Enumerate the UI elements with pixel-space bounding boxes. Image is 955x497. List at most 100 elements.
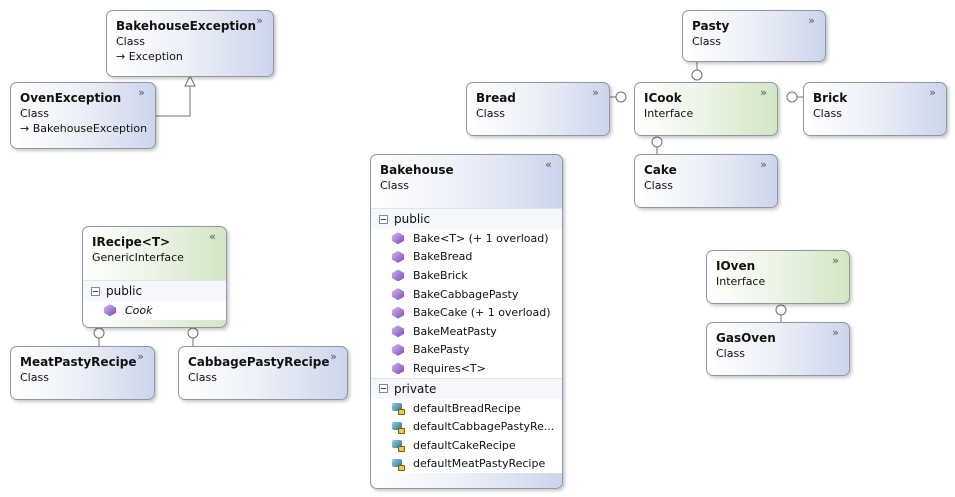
expand-chevron-icon[interactable]: » (760, 158, 767, 171)
lollipop-meat-recipe-head (93, 327, 105, 339)
base-class: → Exception (116, 50, 183, 63)
inheritance-line (156, 86, 191, 117)
shape-name: BakehouseException (116, 19, 257, 33)
method-icon (392, 250, 404, 263)
expand-chevron-icon[interactable]: » (592, 86, 599, 99)
interface-icook[interactable]: ICook Interface » (634, 82, 778, 136)
method-icon (104, 304, 116, 317)
shape-name: IRecipe<T> (92, 235, 171, 249)
member-method[interactable]: BakePasty (371, 341, 562, 360)
member-field[interactable]: defaultBreadRecipe (371, 399, 562, 418)
shape-name: GasOven (716, 331, 776, 345)
member-method[interactable]: Cook (83, 301, 226, 320)
shape-kind: Class (813, 107, 842, 120)
member-label: BakeCake (+ 1 overload) (413, 306, 551, 320)
method-icon (392, 306, 404, 319)
interface-ioven[interactable]: IOven Interface » (706, 250, 850, 304)
member-method[interactable]: Requires<T> (371, 359, 562, 378)
class-pasty[interactable]: Pasty Class » (682, 10, 826, 62)
class-bakehouse[interactable]: Bakehouse Class « public Bake<T> (+ 1 ov… (370, 154, 563, 489)
member-field[interactable]: defaultCabbagePastyRe... (371, 417, 562, 436)
member-label: BakeCabbagePasty (413, 287, 519, 301)
expand-chevron-icon[interactable]: » (137, 350, 144, 363)
shape-name: Pasty (692, 19, 730, 33)
class-gas-oven[interactable]: GasOven Class » (706, 322, 850, 376)
section-private[interactable]: private (371, 377, 562, 399)
member-label: defaultCabbagePastyRe... (413, 420, 555, 434)
shape-name: IOven (716, 259, 756, 273)
member-method[interactable]: BakeCabbagePasty (371, 285, 562, 304)
member-method[interactable]: Bake<T> (+ 1 overload) (371, 229, 562, 248)
member-method[interactable]: BakeMeatPasty (371, 322, 562, 341)
member-label: defaultCakeRecipe (413, 438, 516, 452)
class-bakehouse-exception[interactable]: BakehouseException Class → Exception » (106, 10, 274, 77)
shape-name: Cake (644, 163, 677, 177)
private-field-icon (392, 402, 405, 416)
section-public[interactable]: public (371, 208, 562, 229)
expand-chevron-icon[interactable]: » (832, 254, 839, 267)
expand-chevron-icon[interactable]: » (138, 86, 145, 99)
shape-name: Bakehouse (380, 163, 454, 177)
expand-chevron-icon[interactable]: » (330, 350, 337, 363)
method-icon (392, 343, 404, 356)
lollipop-pasty-head (691, 69, 703, 81)
base-class: → BakehouseException (20, 122, 148, 135)
shape-name: CabbagePastyRecipe (188, 355, 330, 369)
member-method[interactable]: BakeCake (+ 1 overload) (371, 303, 562, 322)
interface-irecipe[interactable]: IRecipe<T> GenericInterface « public Coo… (82, 226, 227, 328)
method-icon (392, 288, 404, 301)
member-label: defaultMeatPastyRecipe (413, 457, 546, 471)
expand-chevron-icon[interactable]: » (760, 86, 767, 99)
shape-kind: Class (188, 371, 217, 384)
collapse-chevron-icon[interactable]: « (209, 230, 216, 243)
shape-kind: Class (476, 107, 505, 120)
shape-kind: Class (20, 107, 49, 120)
collapse-section-icon[interactable] (379, 384, 388, 394)
member-label: defaultBreadRecipe (413, 401, 521, 415)
collapse-section-icon[interactable] (91, 286, 100, 296)
private-field-icon (392, 458, 405, 471)
member-method[interactable]: BakeBrick (371, 266, 562, 285)
private-field-icon (392, 421, 405, 434)
lollipop-bread-head (615, 91, 627, 103)
lollipop-cake-head (651, 136, 663, 148)
shape-name: ICook (644, 91, 682, 105)
lollipop-brick-head (786, 91, 798, 103)
class-meat-pasty-recipe[interactable]: MeatPastyRecipe Class » (10, 346, 155, 400)
expand-chevron-icon[interactable]: » (929, 86, 936, 99)
class-oven-exception[interactable]: OvenException Class → BakehouseException… (10, 82, 156, 149)
shape-name: Bread (476, 91, 516, 105)
shape-kind: Class (716, 347, 745, 360)
shape-kind: Class (692, 35, 721, 48)
shape-kind: Interface (644, 107, 694, 120)
collapse-chevron-icon[interactable]: « (545, 158, 552, 171)
shape-name: Brick (813, 91, 848, 105)
inheritance-arrowhead (184, 74, 196, 87)
method-icon (392, 362, 404, 375)
shape-kind: Class (644, 179, 673, 192)
method-icon (392, 325, 404, 338)
member-label: BakeBread (413, 250, 473, 264)
lollipop-cabbage-recipe-head (187, 327, 199, 339)
member-field[interactable]: defaultCakeRecipe (371, 436, 562, 455)
class-bread[interactable]: Bread Class » (466, 82, 610, 136)
shape-kind: Class (116, 35, 145, 48)
shape-name: OvenException (20, 91, 122, 105)
shape-kind: GenericInterface (92, 251, 184, 264)
collapse-section-icon[interactable] (379, 214, 388, 224)
class-cabbage-pasty-recipe[interactable]: CabbagePastyRecipe Class » (178, 346, 348, 400)
method-icon (392, 269, 404, 282)
expand-chevron-icon[interactable]: » (256, 14, 263, 27)
class-brick[interactable]: Brick Class » (803, 82, 947, 136)
class-cake[interactable]: Cake Class » (634, 154, 778, 208)
lollipop-gasoven-head (775, 304, 787, 316)
expand-chevron-icon[interactable]: » (808, 14, 815, 27)
shape-kind: Class (20, 371, 49, 384)
member-method[interactable]: BakeBread (371, 248, 562, 267)
expand-chevron-icon[interactable]: » (832, 326, 839, 339)
member-field[interactable]: defaultMeatPastyRecipe (371, 455, 562, 474)
members-compartment: public Bake<T> (+ 1 overload) BakeBread … (371, 208, 562, 474)
section-label: public (394, 212, 431, 226)
section-public[interactable]: public (83, 280, 226, 301)
